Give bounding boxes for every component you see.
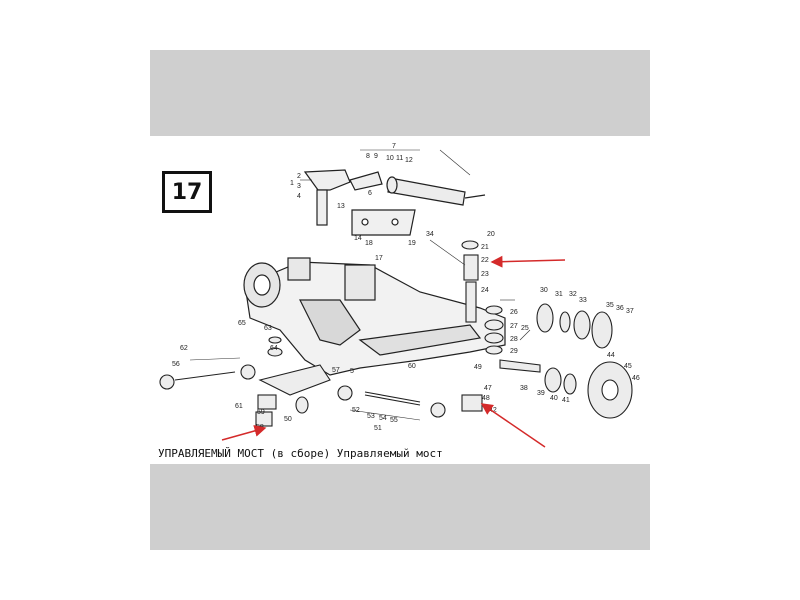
part-label-22: 22 xyxy=(481,257,489,264)
part-label-50: 50 xyxy=(284,416,292,423)
part-label-10: 10 xyxy=(386,155,394,162)
red-arrow-bushing-58 xyxy=(221,425,267,441)
part-label-41: 41 xyxy=(562,397,570,404)
part-label-3: 3 xyxy=(297,183,301,190)
wheel-hub-right xyxy=(499,303,633,419)
part-label-23: 23 xyxy=(481,271,489,278)
part-label-21: 21 xyxy=(481,244,489,251)
part-label-4: 4 xyxy=(297,193,301,200)
tie-rod xyxy=(159,364,446,418)
part-label-47: 47 xyxy=(484,385,492,392)
part-label-1: 1 xyxy=(290,180,294,187)
part-label-20: 20 xyxy=(487,231,495,238)
part-label-61: 61 xyxy=(235,403,243,410)
part-label-52: 52 xyxy=(352,407,360,414)
part-label-53: 53 xyxy=(367,413,375,420)
red-arrow-bushing-22 xyxy=(490,255,566,268)
part-label-7: 7 xyxy=(392,143,396,150)
part-label-5: 5 xyxy=(350,368,354,375)
part-label-35: 35 xyxy=(606,302,614,309)
leader-lines xyxy=(189,149,531,421)
red-arrow-bushing-48 xyxy=(480,403,546,448)
part-label-8: 8 xyxy=(366,153,370,160)
part-label-60: 60 xyxy=(408,363,416,370)
part-label-17: 17 xyxy=(375,255,383,262)
part-label-6: 6 xyxy=(368,190,372,197)
part-label-31: 31 xyxy=(555,291,563,298)
part-label-48: 48 xyxy=(482,395,490,402)
part-label-27: 27 xyxy=(510,323,518,330)
part-label-11: 11 xyxy=(396,155,403,162)
figure-number-box: 17 xyxy=(162,171,212,213)
part-label-30: 30 xyxy=(540,287,548,294)
part-label-62: 62 xyxy=(180,345,188,352)
part-label-12: 12 xyxy=(405,157,413,164)
part-label-63: 63 xyxy=(264,325,272,332)
part-label-29: 29 xyxy=(510,348,518,355)
highlight-arrows xyxy=(221,255,566,448)
part-label-54: 54 xyxy=(379,415,387,422)
part-label-2: 2 xyxy=(297,173,301,180)
part-label-38: 38 xyxy=(520,385,528,392)
part-label-34: 34 xyxy=(426,231,434,238)
part-label-39: 39 xyxy=(537,390,545,397)
part-label-51: 51 xyxy=(374,425,382,432)
kingpin-stack-right xyxy=(461,240,504,412)
part-label-9: 9 xyxy=(374,153,378,160)
part-label-24: 24 xyxy=(481,287,489,294)
part-label-32: 32 xyxy=(569,291,577,298)
part-label-55: 55 xyxy=(390,417,398,424)
part-label-57: 57 xyxy=(332,367,340,374)
part-label-45: 45 xyxy=(624,363,632,370)
part-label-25: 25 xyxy=(521,325,529,332)
bottom-gray-band xyxy=(150,464,650,550)
part-label-28: 28 xyxy=(510,336,518,343)
part-label-64: 64 xyxy=(270,345,278,352)
top-gray-band xyxy=(150,50,650,136)
part-label-59: 59 xyxy=(257,409,265,416)
axle-beam xyxy=(243,257,506,376)
part-label-40: 40 xyxy=(550,395,558,402)
steering-arm xyxy=(303,169,383,226)
part-label-14: 14 xyxy=(354,235,362,242)
part-label-65: 65 xyxy=(238,320,246,327)
part-label-36: 36 xyxy=(616,305,624,312)
diagram-caption: УПРАВЛЯЕМЫЙ МОСТ (в сборе) Управляемый м… xyxy=(158,447,443,460)
part-label-13: 13 xyxy=(337,203,345,210)
part-label-46: 46 xyxy=(632,375,640,382)
steering-cylinder xyxy=(386,176,486,206)
part-label-44: 44 xyxy=(607,352,615,359)
part-label-19: 19 xyxy=(408,240,416,247)
part-label-37: 37 xyxy=(626,308,634,315)
part-label-33: 33 xyxy=(579,297,587,304)
left-knuckle xyxy=(255,336,331,427)
part-label-49: 49 xyxy=(474,364,482,371)
part-label-56: 56 xyxy=(172,361,180,368)
part-label-18: 18 xyxy=(365,240,373,247)
bracket-plate xyxy=(351,209,416,236)
part-label-26: 26 xyxy=(510,309,518,316)
